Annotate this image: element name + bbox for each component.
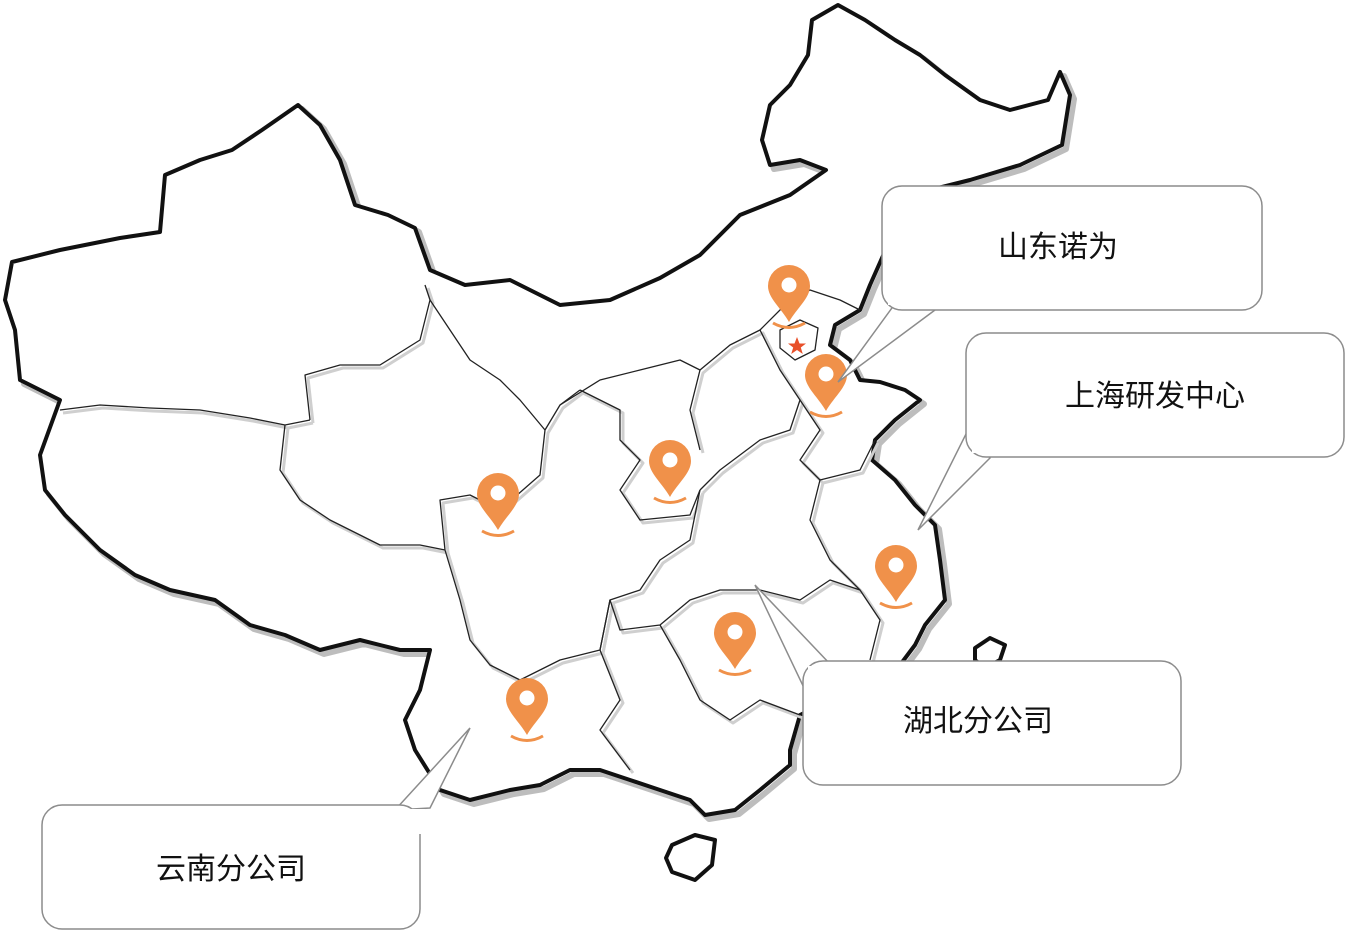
province-borders xyxy=(59,284,885,774)
callout-label-shandong: 山东诺为 xyxy=(998,230,1118,265)
callout-hubei: 湖北分公司 xyxy=(754,584,1182,786)
shaanxi-location-pin-icon xyxy=(649,440,691,504)
tianjin-location-pin-icon xyxy=(805,354,847,418)
qinghai-location-pin-icon xyxy=(477,473,519,537)
callout-shandong: 山东诺为 xyxy=(837,185,1263,383)
callout-label-yunnan: 云南分公司 xyxy=(156,852,306,887)
callout-shanghai: 上海研发中心 xyxy=(917,332,1345,531)
beijing-region xyxy=(779,319,819,361)
callout-label-shanghai: 上海研发中心 xyxy=(1065,379,1245,414)
yunnan-location-pin-icon xyxy=(506,678,548,742)
location-pins xyxy=(477,265,917,742)
callout-label-hubei: 湖北分公司 xyxy=(903,704,1053,739)
shanghai-location-pin-icon xyxy=(875,545,917,609)
hunan-location-pin-icon xyxy=(714,612,756,676)
hainan-island xyxy=(664,833,717,882)
capital-star-icon xyxy=(788,337,806,354)
beijing-location-pin-icon xyxy=(768,265,810,329)
callout-yunnan: 云南分公司 xyxy=(41,727,471,930)
china-country-outline xyxy=(3,3,1077,882)
